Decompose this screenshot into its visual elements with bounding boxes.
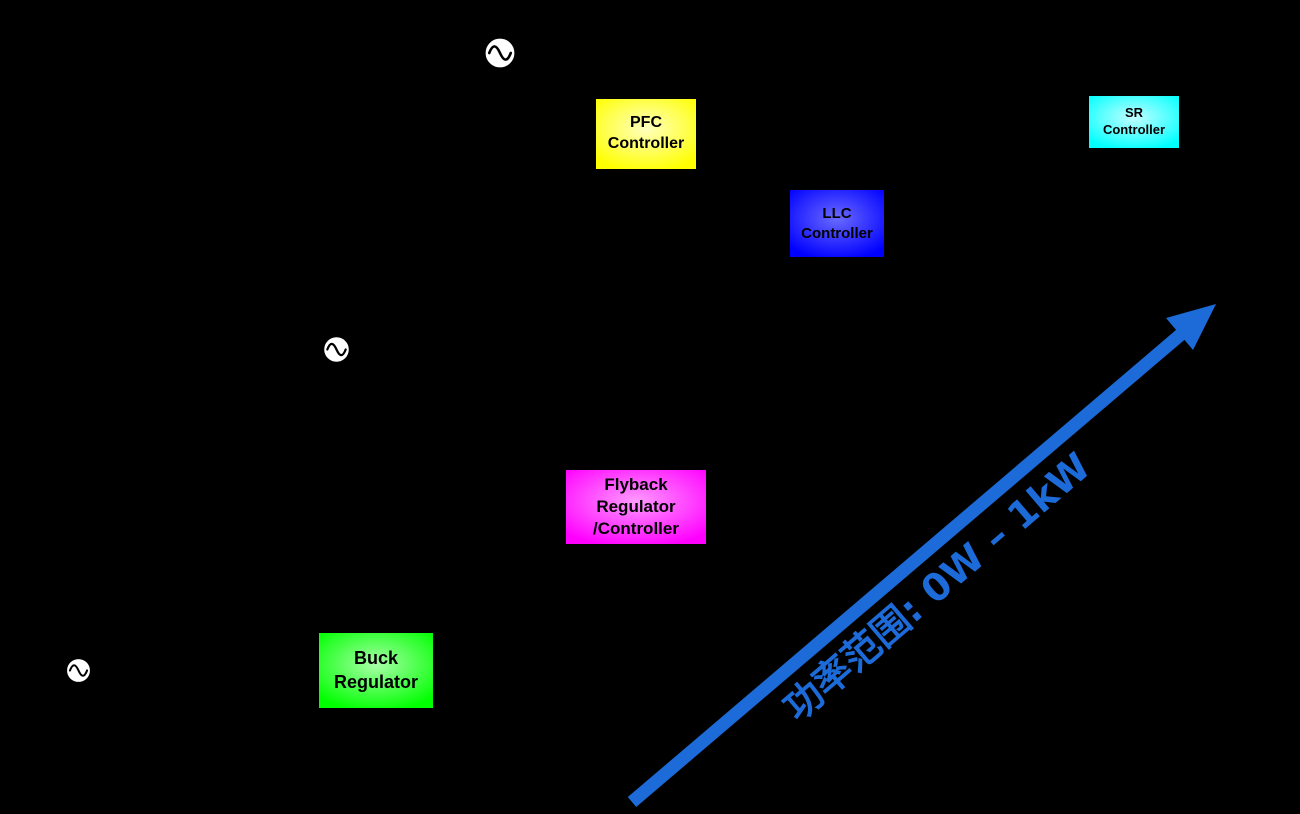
sine-wave-glyph bbox=[68, 664, 89, 677]
flyback-label-line1: Flyback bbox=[604, 474, 668, 494]
llc-controller-label-line2: Controller bbox=[801, 224, 873, 242]
sr-controller-label-line1: SR bbox=[1124, 105, 1144, 121]
pfc-controller-label-line2: Controller bbox=[607, 135, 685, 152]
flyback-label-line2: Regulator bbox=[596, 496, 676, 516]
buck-label-line2: Regulator bbox=[333, 671, 418, 692]
sr-controller-label-line2: Controller bbox=[1102, 122, 1166, 137]
buck-label-line1: Buck bbox=[353, 648, 398, 669]
ac-source-icon bbox=[65, 657, 92, 684]
sine-wave-glyph bbox=[326, 342, 347, 357]
flyback-label-line3: /Controller bbox=[593, 519, 679, 539]
ac-source-icon bbox=[484, 37, 516, 69]
llc-controller-box: LLC Controller bbox=[790, 190, 884, 257]
flyback-regulator-controller-box: Flyback Regulator /Controller bbox=[566, 470, 706, 544]
pfc-controller-label-line1: PFC bbox=[630, 114, 662, 132]
power-range-arrow-shaft bbox=[627, 325, 1191, 807]
llc-controller-label-line1: LLC bbox=[822, 205, 852, 222]
pfc-controller-box: PFC Controller bbox=[596, 99, 696, 169]
power-range-arrowhead-icon bbox=[1166, 304, 1216, 350]
buck-regulator-box: Buck Regulator bbox=[319, 633, 433, 708]
sine-wave-glyph bbox=[487, 45, 513, 61]
ac-source-icon bbox=[322, 335, 351, 364]
sr-controller-box: SR Controller bbox=[1089, 96, 1179, 148]
power-range-label: 功率范围: 0W – 1kW bbox=[775, 444, 1099, 730]
